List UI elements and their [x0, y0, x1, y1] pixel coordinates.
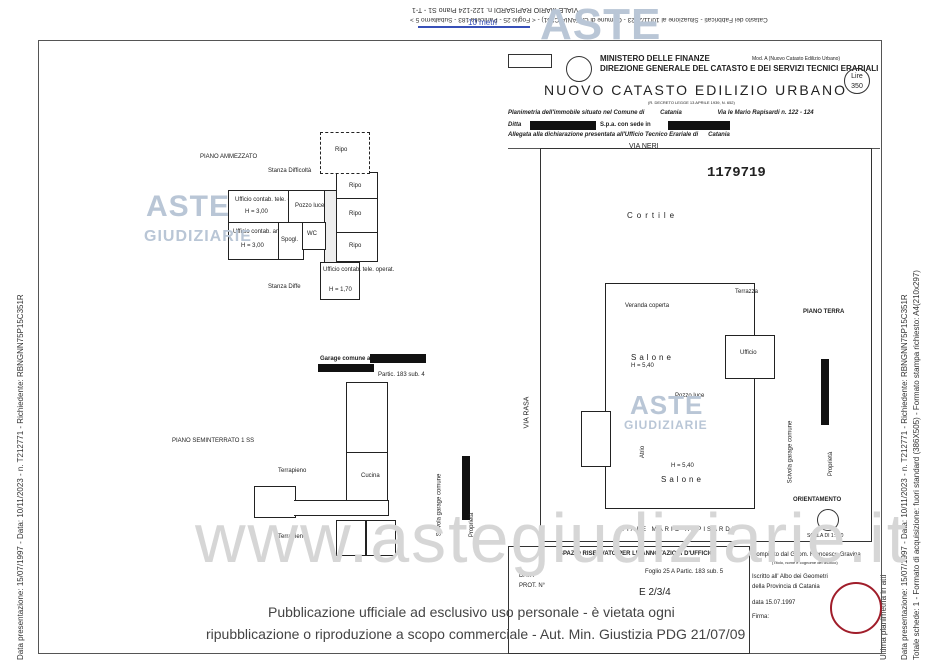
- scale-bar: 10 metri: [418, 18, 530, 34]
- title-block: MINISTERO DELLE FINANZE DIREZIONE GENERA…: [508, 52, 880, 149]
- scivolo-ground: Scivola garage comune: [787, 420, 794, 484]
- proprieta-redaction: [821, 359, 829, 425]
- ground-plan-frame: VIA NERI 1179719 Cortile VIA RASA Verand…: [523, 143, 872, 542]
- via-rasa: VIA RASA: [523, 396, 531, 429]
- room-stair: [346, 382, 388, 454]
- cortile-label: Cortile: [627, 211, 679, 220]
- room-cucina: Cucina: [346, 452, 388, 504]
- footer-annotations: SPAZIO RISERVATO PER LE ANNOTAZIONI D'UF…: [508, 546, 750, 654]
- decree: (R. DECRETO LEGGE 13 APRILE 1939, N. 652…: [648, 100, 735, 105]
- garage-redaction: [370, 354, 426, 363]
- garage-redaction-2: [318, 364, 374, 372]
- right-margin-text-1: Data presentazione: 15/07/1997 - Data: 1…: [900, 294, 909, 660]
- north-arrow-icon: [817, 509, 839, 531]
- veranda-label: Veranda coperta: [625, 303, 670, 309]
- room-wc: WC: [302, 222, 326, 250]
- room-ripo-1: Ripo: [336, 172, 378, 200]
- room-box-2: [366, 520, 396, 556]
- catasto-title: NUOVO CATASTO EDILIZIO URBANO: [544, 82, 848, 98]
- ground-building: [605, 283, 755, 509]
- mezzanine-label: PIANO AMMEZZATO: [200, 154, 258, 160]
- orientamento-label: ORIENTAMENTO: [793, 497, 842, 503]
- publication-notice-2: ripubblicazione o riproduzione a scopo c…: [206, 626, 746, 642]
- watermark-giud-1: GIUDIZIARIE: [144, 228, 252, 245]
- right-margin-text-2: Totale schede: 1 - Formato di acquisizio…: [912, 270, 921, 660]
- basement-plan: Garage comune alle ditte Partic. 183 sub…: [172, 352, 475, 562]
- room-box-1: [336, 520, 366, 556]
- terrapieno-bottom: Terrapieno: [278, 534, 307, 540]
- room-ufficio-2: Ufficio contab. ammin.H = 3,00: [228, 222, 292, 260]
- planimetria-line: Planimetria dell'immobile situato nel Co…: [508, 110, 814, 116]
- room-stair-ground: [581, 411, 611, 467]
- drawing-sheet: [38, 40, 882, 654]
- scala-label: SCALA DI 1:200: [807, 533, 844, 539]
- basement-label: PIANO SEMINTERRATO 1 SS: [172, 438, 255, 444]
- room-wc-basement: [254, 486, 296, 518]
- form-no: Mod. A (Nuovo Catasto Edilizio Urbano): [752, 56, 841, 62]
- terrazza-label: Terrazza: [735, 289, 759, 295]
- watermark-aste-3: ASTE: [630, 390, 704, 420]
- piano-terra-label: PIANO TERRA: [803, 309, 845, 315]
- corridor-basement: [294, 500, 389, 516]
- room-pozzo-luce: Pozzo luce: [288, 190, 326, 224]
- room-ripo-2: Ripo: [336, 198, 378, 234]
- pozzo-luce: Pozzo luce: [675, 393, 705, 399]
- stanza-label: Stanza Difficoltà: [268, 168, 312, 174]
- h-1: H = 5,40: [631, 363, 654, 369]
- allegata-line: Allegata alla dichiarazione presentata a…: [508, 132, 730, 138]
- room-spogl: Spogl.: [278, 222, 304, 260]
- salone-label: Salone: [631, 353, 674, 362]
- atrio-label: Atrio: [640, 445, 647, 459]
- watermark-aste-1: ASTE: [146, 190, 231, 223]
- watermark-giud-3: GIUDIZIARIE: [624, 418, 708, 432]
- garage-header: Garage comune alle ditte: [320, 356, 392, 362]
- partic-label: Partic. 183 sub. 4: [378, 372, 425, 378]
- via-neri: VIA NERI: [629, 143, 659, 150]
- direction: DIREZIONE GENERALE DEL CATASTO E DEI SER…: [600, 64, 879, 73]
- room-ripo-top: Ripo: [320, 132, 370, 174]
- ministry: MINISTERO DELLE FINANZE: [600, 54, 710, 63]
- proprieta-ground: Proprietà: [828, 451, 835, 477]
- watermark-aste-2: ASTE: [540, 0, 662, 49]
- side-redaction: [462, 456, 470, 520]
- sede-redaction: [668, 121, 730, 130]
- room-ufficio: Ufficio: [725, 335, 775, 379]
- left-margin-text: Data presentazione: 15/07/1997 - Data: 1…: [16, 294, 25, 660]
- emblem-icon: [566, 56, 592, 82]
- viale-label: VIALE MARIO RAPISARDI: [621, 527, 736, 533]
- salone-bottom-label: Salone: [661, 475, 704, 484]
- footer-compiler: Compilato dal Geom. Francesco Gravina (T…: [752, 552, 861, 620]
- spa-text: S.p.a. con sede in: [600, 122, 651, 128]
- seal-stamp: [830, 582, 882, 634]
- ground-number: 1179719: [707, 165, 766, 181]
- ditta-redaction: [530, 121, 596, 130]
- mezzanine-plan: PIANO AMMEZZATO Stanza Difficoltà Uffici…: [200, 132, 394, 302]
- ditta-line: Ditta: [508, 122, 522, 128]
- watermark-url: www.astegiudiziarie.it: [195, 499, 909, 577]
- room-ufficio-3: Ufficio contab. tele. operat.H = 1,70: [320, 262, 394, 300]
- stanza-bottom-label: Stanza Diffe: [268, 284, 301, 290]
- terrapieno-top: Terrapieno: [278, 468, 307, 474]
- publication-notice-1: Pubblicazione ufficiale ad esclusivo uso…: [268, 604, 675, 620]
- h-2: H = 5,40: [671, 463, 694, 469]
- room-ripo-3: Ripo: [336, 232, 378, 262]
- modulario-box: [508, 54, 552, 68]
